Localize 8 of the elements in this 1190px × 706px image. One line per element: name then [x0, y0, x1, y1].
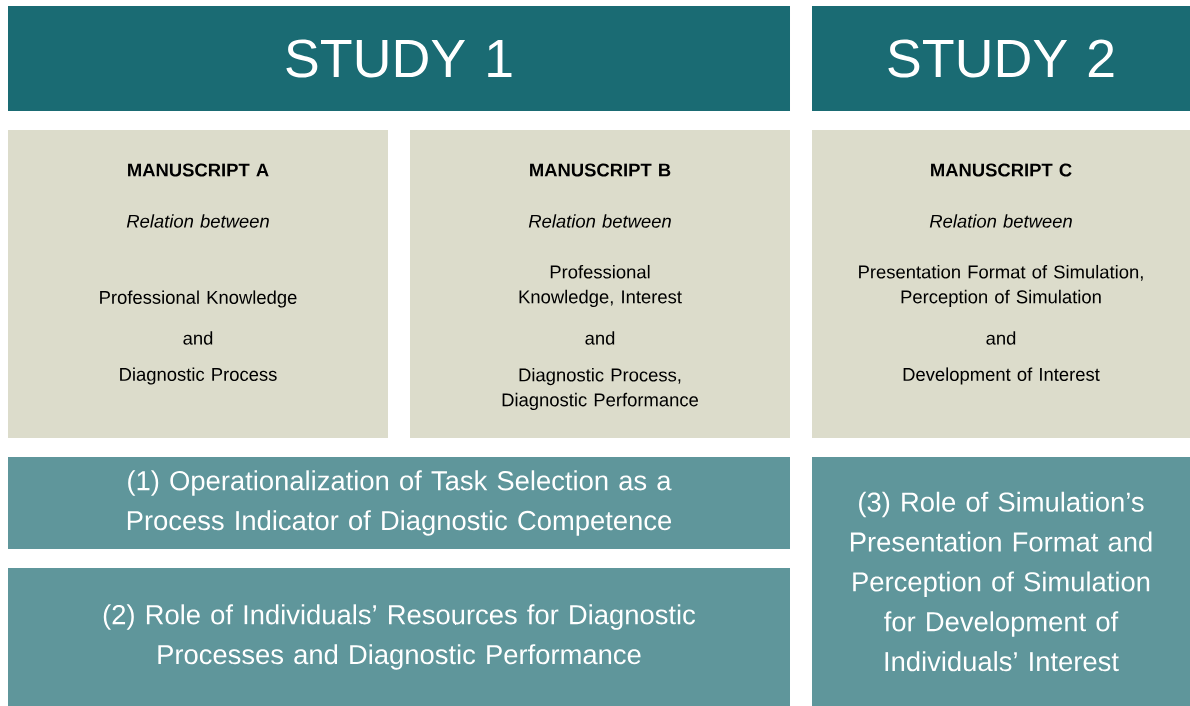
finding-box: (3) Role of Simulation’s Presentation Format and Perception of Simulation for Development of Individuals’ Interest	[812, 457, 1190, 706]
header-band: STUDY 2	[812, 6, 1190, 111]
manuscript-box: MANUSCRIPT B Relation between Professional Knowledge, Interest and Diagnostic Process, Diagnostic Performance	[410, 130, 790, 438]
header-band: STUDY 1	[8, 6, 790, 111]
finding-box: (2) Role of Individuals’ Resources for Diagnostic Processes and Diagnostic Performance	[8, 568, 790, 706]
manuscript-box: MANUSCRIPT C Relation between Presentation Format of Simulation, Perception of Simulation and Development of Interest	[812, 130, 1190, 438]
manuscript-box: MANUSCRIPT A Relation between Professional Knowledge and Diagnostic Process	[8, 130, 388, 438]
finding-box: (1) Operationalization of Task Selection as a Process Indicator of Diagnostic Competence	[8, 457, 790, 549]
